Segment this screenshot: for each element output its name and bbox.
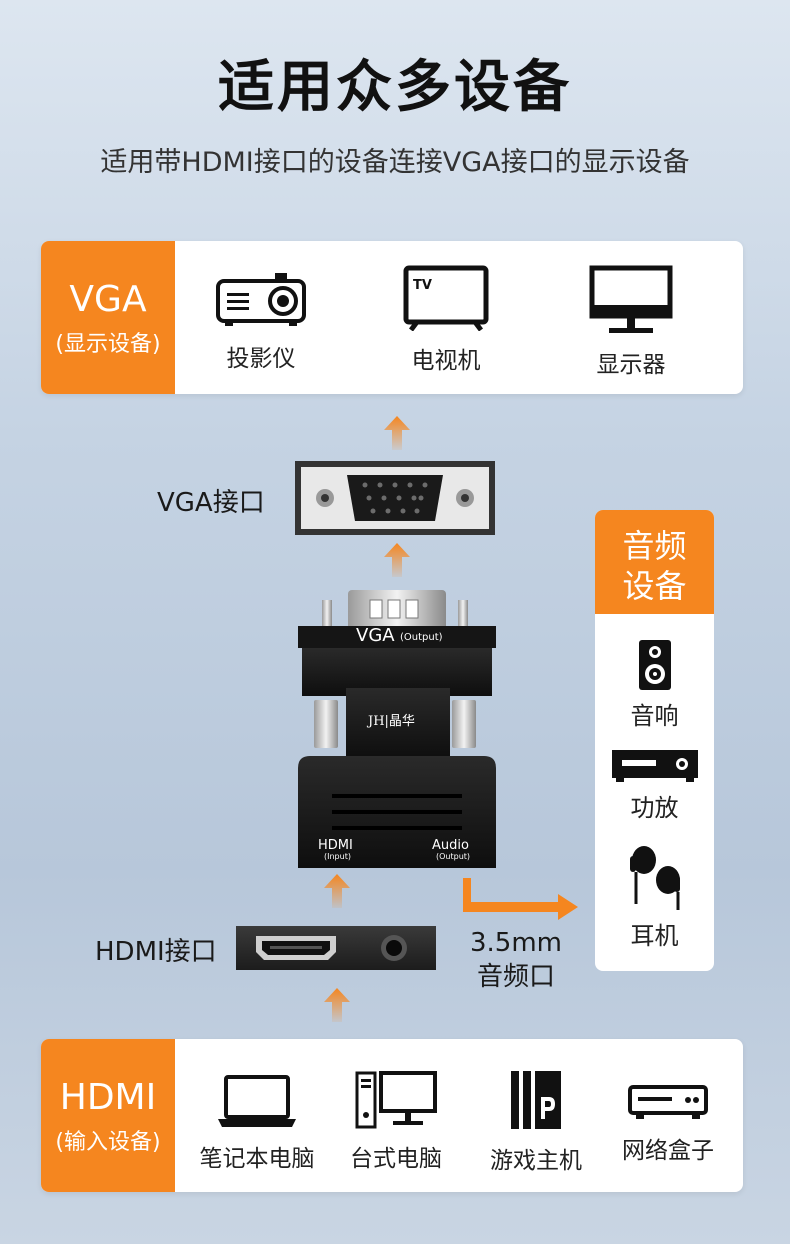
adapter-brand-text: JH|晶华 — [368, 714, 415, 729]
vga-tag-title: VGA — [69, 279, 147, 320]
game-console-icon — [511, 1071, 561, 1129]
hdmi-tag: HDMI (输入设备) — [41, 1039, 175, 1192]
adapter-vga-text: VGA — [356, 625, 395, 646]
svg-text:TV: TV — [413, 278, 432, 293]
device-label: 音响 — [630, 702, 679, 730]
arrow-up-icon — [384, 543, 410, 577]
adapter-hdmi-subtext: (Input) — [324, 852, 351, 861]
device-label: 显示器 — [596, 352, 666, 378]
vga-devices-card: VGA (显示设备) 投影仪 TV 电视机 — [41, 241, 743, 394]
device-projector: 投影仪 — [211, 271, 311, 373]
earphones-icon — [629, 846, 680, 910]
page-title: 适用众多设备 — [218, 55, 572, 120]
device-monitor: 显示器 — [581, 265, 681, 379]
arrow-right-icon — [463, 878, 578, 920]
speaker-icon — [638, 640, 671, 690]
jack-label-line2: 音频口 — [476, 962, 555, 992]
device-label: 电视机 — [411, 348, 481, 374]
jack-label-line1: 3.5mm — [469, 928, 562, 958]
tv-icon: TV — [403, 265, 489, 331]
hdmi-tag-subtitle: (输入设备) — [55, 1130, 161, 1155]
hdmi-tag-title: HDMI — [59, 1077, 157, 1118]
device-label: 投影仪 — [226, 346, 296, 372]
projector-icon — [216, 273, 306, 326]
vga-port-label: VGA接口 — [157, 488, 265, 518]
device-desktop: 台式电脑 — [341, 1071, 451, 1173]
hdmi-port-label: HDMI接口 — [95, 937, 217, 967]
adapter-audio-subtext: (Output) — [436, 852, 471, 861]
device-amplifier: 功放 — [595, 750, 714, 823]
audio-head-line2: 设备 — [622, 567, 687, 605]
device-label: 笔记本电脑 — [199, 1146, 315, 1172]
vga-tag-subtitle: (显示设备) — [55, 332, 161, 357]
page-subtitle: 适用带HDMI接口的设备连接VGA接口的显示设备 — [100, 147, 690, 178]
adapter-body-icon — [298, 590, 496, 868]
device-game-console: 游戏主机 — [481, 1069, 591, 1175]
hdmi-port-icon — [236, 926, 436, 970]
device-tv: TV 电视机 — [391, 265, 501, 375]
adapter-audio-text: Audio — [432, 838, 469, 853]
device-label: 网络盒子 — [622, 1138, 714, 1164]
adapter-device: VGA (Output) JH|晶华 HDMI (Input) Audio (O… — [296, 588, 500, 868]
adapter-vga-subtext: (Output) — [400, 632, 443, 643]
laptop-icon — [218, 1075, 296, 1127]
hdmi-devices-card: HDMI (输入设备) 笔记本电脑 台式电脑 游戏主机 — [41, 1039, 743, 1192]
device-earphones: 耳机 — [595, 844, 714, 951]
amplifier-icon — [611, 750, 698, 782]
device-label: 功放 — [630, 794, 679, 822]
audio-jack-label: 3.5mm 音频口 — [466, 926, 566, 994]
audio-head-line1: 音频 — [622, 527, 687, 565]
device-label: 耳机 — [630, 922, 679, 950]
vga-port-icon — [295, 461, 495, 535]
device-label: 台式电脑 — [350, 1146, 442, 1172]
device-speaker: 音响 — [595, 640, 714, 731]
monitor-icon — [589, 265, 673, 333]
audio-devices-card: 音频 设备 音响 功放 耳机 — [595, 510, 714, 971]
audio-card-header: 音频 设备 — [595, 510, 714, 614]
adapter-hdmi-text: HDMI — [318, 838, 353, 853]
arrow-up-icon — [324, 874, 350, 908]
device-laptop: 笔记本电脑 — [193, 1075, 321, 1173]
device-network-box: 网络盒子 — [611, 1083, 725, 1165]
arrow-up-icon — [324, 988, 350, 1022]
vga-tag: VGA (显示设备) — [41, 241, 175, 394]
network-box-icon — [628, 1085, 708, 1119]
arrow-up-icon — [384, 416, 410, 450]
device-label: 游戏主机 — [490, 1148, 582, 1174]
desktop-icon — [355, 1071, 437, 1129]
